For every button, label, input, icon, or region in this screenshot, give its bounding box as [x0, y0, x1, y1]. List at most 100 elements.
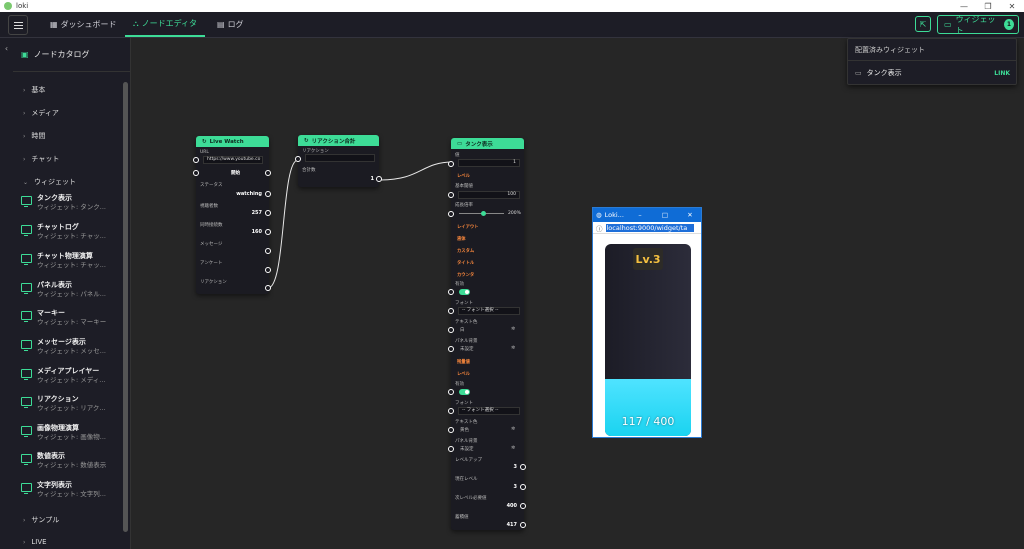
section-fluid[interactable]: 液体: [457, 237, 466, 242]
catalog-item-panel[interactable]: パネル表示ウィジェット: パネル...: [21, 280, 127, 304]
deployed-widget-item[interactable]: ▭ タンク表示 LINK: [855, 69, 1010, 77]
catalog-item-number[interactable]: 数値表示ウィジェット: 数値表示: [21, 451, 127, 475]
catalog-item-image-physics[interactable]: 画像物理演算ウィジェット: 画像物...: [21, 423, 127, 447]
catalog-item-chat-physics[interactable]: チャット物理演算ウィジェット: チャッ...: [21, 251, 127, 275]
slider-thumb[interactable]: [481, 211, 486, 216]
minimize-icon[interactable]: –: [638, 211, 642, 219]
input-port[interactable]: [193, 170, 199, 176]
node-header[interactable]: ↻Live Watch: [196, 136, 269, 147]
catalog-item-message[interactable]: メッセージ表示ウィジェット: メッセ...: [21, 337, 127, 361]
output-port[interactable]: [520, 503, 526, 509]
output-port[interactable]: [265, 210, 271, 216]
catalog-item-text[interactable]: 文字列表示ウィジェット: 文字列...: [21, 480, 127, 504]
chevron-right-icon: ›: [23, 516, 26, 524]
input-port[interactable]: [448, 161, 454, 167]
catalog-item-marquee[interactable]: マーキーウィジェット: マーキー: [21, 308, 127, 332]
input-port[interactable]: [448, 389, 454, 395]
catalog-item-reaction[interactable]: リアクションウィジェット: リアク...: [21, 394, 127, 418]
category-live[interactable]: ›LIVE: [23, 538, 47, 546]
input-port[interactable]: [448, 308, 454, 314]
input-port[interactable]: [448, 446, 454, 452]
output-port[interactable]: [265, 267, 271, 273]
output-port[interactable]: [265, 229, 271, 235]
node-live-watch[interactable]: ↻Live Watch URL https://www.youtube.co 開…: [193, 136, 271, 294]
refresh-icon: ↻: [202, 138, 207, 145]
input-port[interactable]: [448, 327, 454, 333]
tab-node-editor[interactable]: ⛬ ノードエディタ: [125, 12, 205, 37]
book-icon: ▣: [21, 50, 29, 59]
sidebar-scrollbar[interactable]: [123, 82, 128, 532]
category-sample[interactable]: ›サンプル: [23, 516, 60, 524]
link-button[interactable]: LINK: [994, 69, 1010, 77]
base-threshold-input[interactable]: 100: [458, 191, 520, 199]
grid-icon: ▦: [50, 20, 58, 29]
open-external-button[interactable]: ⇱: [915, 16, 931, 32]
gear-icon[interactable]: ✲: [511, 345, 516, 351]
node-catalog-sidebar: ▣ ノードカタログ ›基本 ›メディア ›時間 ›チャット ⌄ウィジェット タン…: [13, 38, 131, 549]
output-port[interactable]: [265, 170, 271, 176]
font-select[interactable]: -- フォント選択 --: [458, 307, 520, 315]
widget-preview-window[interactable]: ◍ Loki... – □ ✕ ⓘ localhost:9000/widget/…: [592, 207, 702, 438]
gear-icon[interactable]: ✲: [511, 445, 516, 451]
minimize-icon[interactable]: —: [960, 1, 968, 11]
input-port[interactable]: [448, 289, 454, 295]
preview-url[interactable]: localhost:9000/widget/ta: [605, 223, 694, 232]
category-chat[interactable]: ›チャット: [23, 155, 60, 163]
url-input[interactable]: https://www.youtube.co: [203, 156, 263, 164]
node-reaction-sum[interactable]: ↻リアクション合計 リアクション 合計数 1: [295, 135, 382, 187]
input-port[interactable]: [448, 192, 454, 198]
start-button[interactable]: 開始: [231, 171, 240, 176]
close-icon[interactable]: ✕: [687, 211, 693, 219]
preview-addressbar[interactable]: ⓘ localhost:9000/widget/ta: [593, 222, 701, 234]
catalog-item-media-player[interactable]: メディアプレイヤーウィジェット: メディ...: [21, 366, 127, 390]
category-time[interactable]: ›時間: [23, 132, 46, 140]
tab-log[interactable]: ▤ ログ: [217, 20, 244, 29]
output-port[interactable]: [265, 248, 271, 254]
maximize-icon[interactable]: □: [661, 211, 669, 219]
widget-button[interactable]: ▭ ウィジェット 1: [937, 15, 1019, 35]
output-port[interactable]: [520, 484, 526, 490]
section-level[interactable]: レベル: [457, 174, 470, 179]
preview-titlebar[interactable]: ◍ Loki... – □ ✕: [593, 208, 701, 222]
output-port[interactable]: [265, 191, 271, 197]
sidebar-collapse-button[interactable]: ‹: [0, 38, 13, 549]
section-custom[interactable]: カスタム: [457, 249, 475, 254]
input-port[interactable]: [193, 157, 199, 163]
maximize-icon[interactable]: ❐: [984, 1, 992, 11]
gear-icon[interactable]: ✲: [511, 426, 516, 432]
monitor-icon: [21, 254, 32, 265]
enable-toggle[interactable]: [459, 289, 470, 295]
category-media[interactable]: ›メディア: [23, 109, 59, 117]
output-port[interactable]: [265, 285, 271, 291]
value-input[interactable]: 1: [458, 159, 520, 167]
node-header[interactable]: ↻リアクション合計: [298, 135, 379, 146]
section-counter[interactable]: カウンタ: [457, 273, 475, 278]
gear-icon[interactable]: ✲: [511, 326, 516, 332]
section-level-2[interactable]: レベル: [457, 372, 470, 377]
wire-reaction: [267, 159, 299, 289]
menu-icon[interactable]: [8, 15, 28, 35]
catalog-item-chat-log[interactable]: チャットログウィジェット: チャッ...: [21, 222, 127, 246]
node-canvas[interactable]: ↻Live Watch URL https://www.youtube.co 開…: [131, 38, 1024, 549]
input-port[interactable]: [448, 211, 454, 217]
close-icon[interactable]: ✕: [1008, 1, 1016, 11]
font-select-2[interactable]: -- フォント選択 --: [458, 407, 520, 415]
node-header[interactable]: ▭タンク表示: [451, 138, 524, 149]
input-port[interactable]: [448, 408, 454, 414]
output-port[interactable]: [520, 522, 526, 528]
input-port[interactable]: [448, 427, 454, 433]
input-port[interactable]: [295, 156, 301, 162]
category-basic[interactable]: ›基本: [23, 86, 46, 94]
tab-dashboard[interactable]: ▦ ダッシュボード: [50, 20, 117, 29]
input-port[interactable]: [448, 346, 454, 352]
catalog-item-tank[interactable]: タンク表示ウィジェット: タンク...: [21, 193, 127, 217]
section-title[interactable]: タイトル: [457, 261, 475, 266]
section-remaining[interactable]: 残量値: [457, 360, 470, 365]
reaction-input[interactable]: [305, 154, 375, 162]
category-widget[interactable]: ⌄ウィジェット: [23, 178, 77, 186]
enable-toggle-2[interactable]: [459, 389, 470, 395]
output-port[interactable]: [520, 464, 526, 470]
output-port[interactable]: [376, 176, 382, 182]
node-tank[interactable]: ▭タンク表示 値 1 レベル 基本閾値 100 成長倍率 200% レイアウト …: [448, 138, 526, 530]
section-layout[interactable]: レイアウト: [457, 225, 479, 230]
